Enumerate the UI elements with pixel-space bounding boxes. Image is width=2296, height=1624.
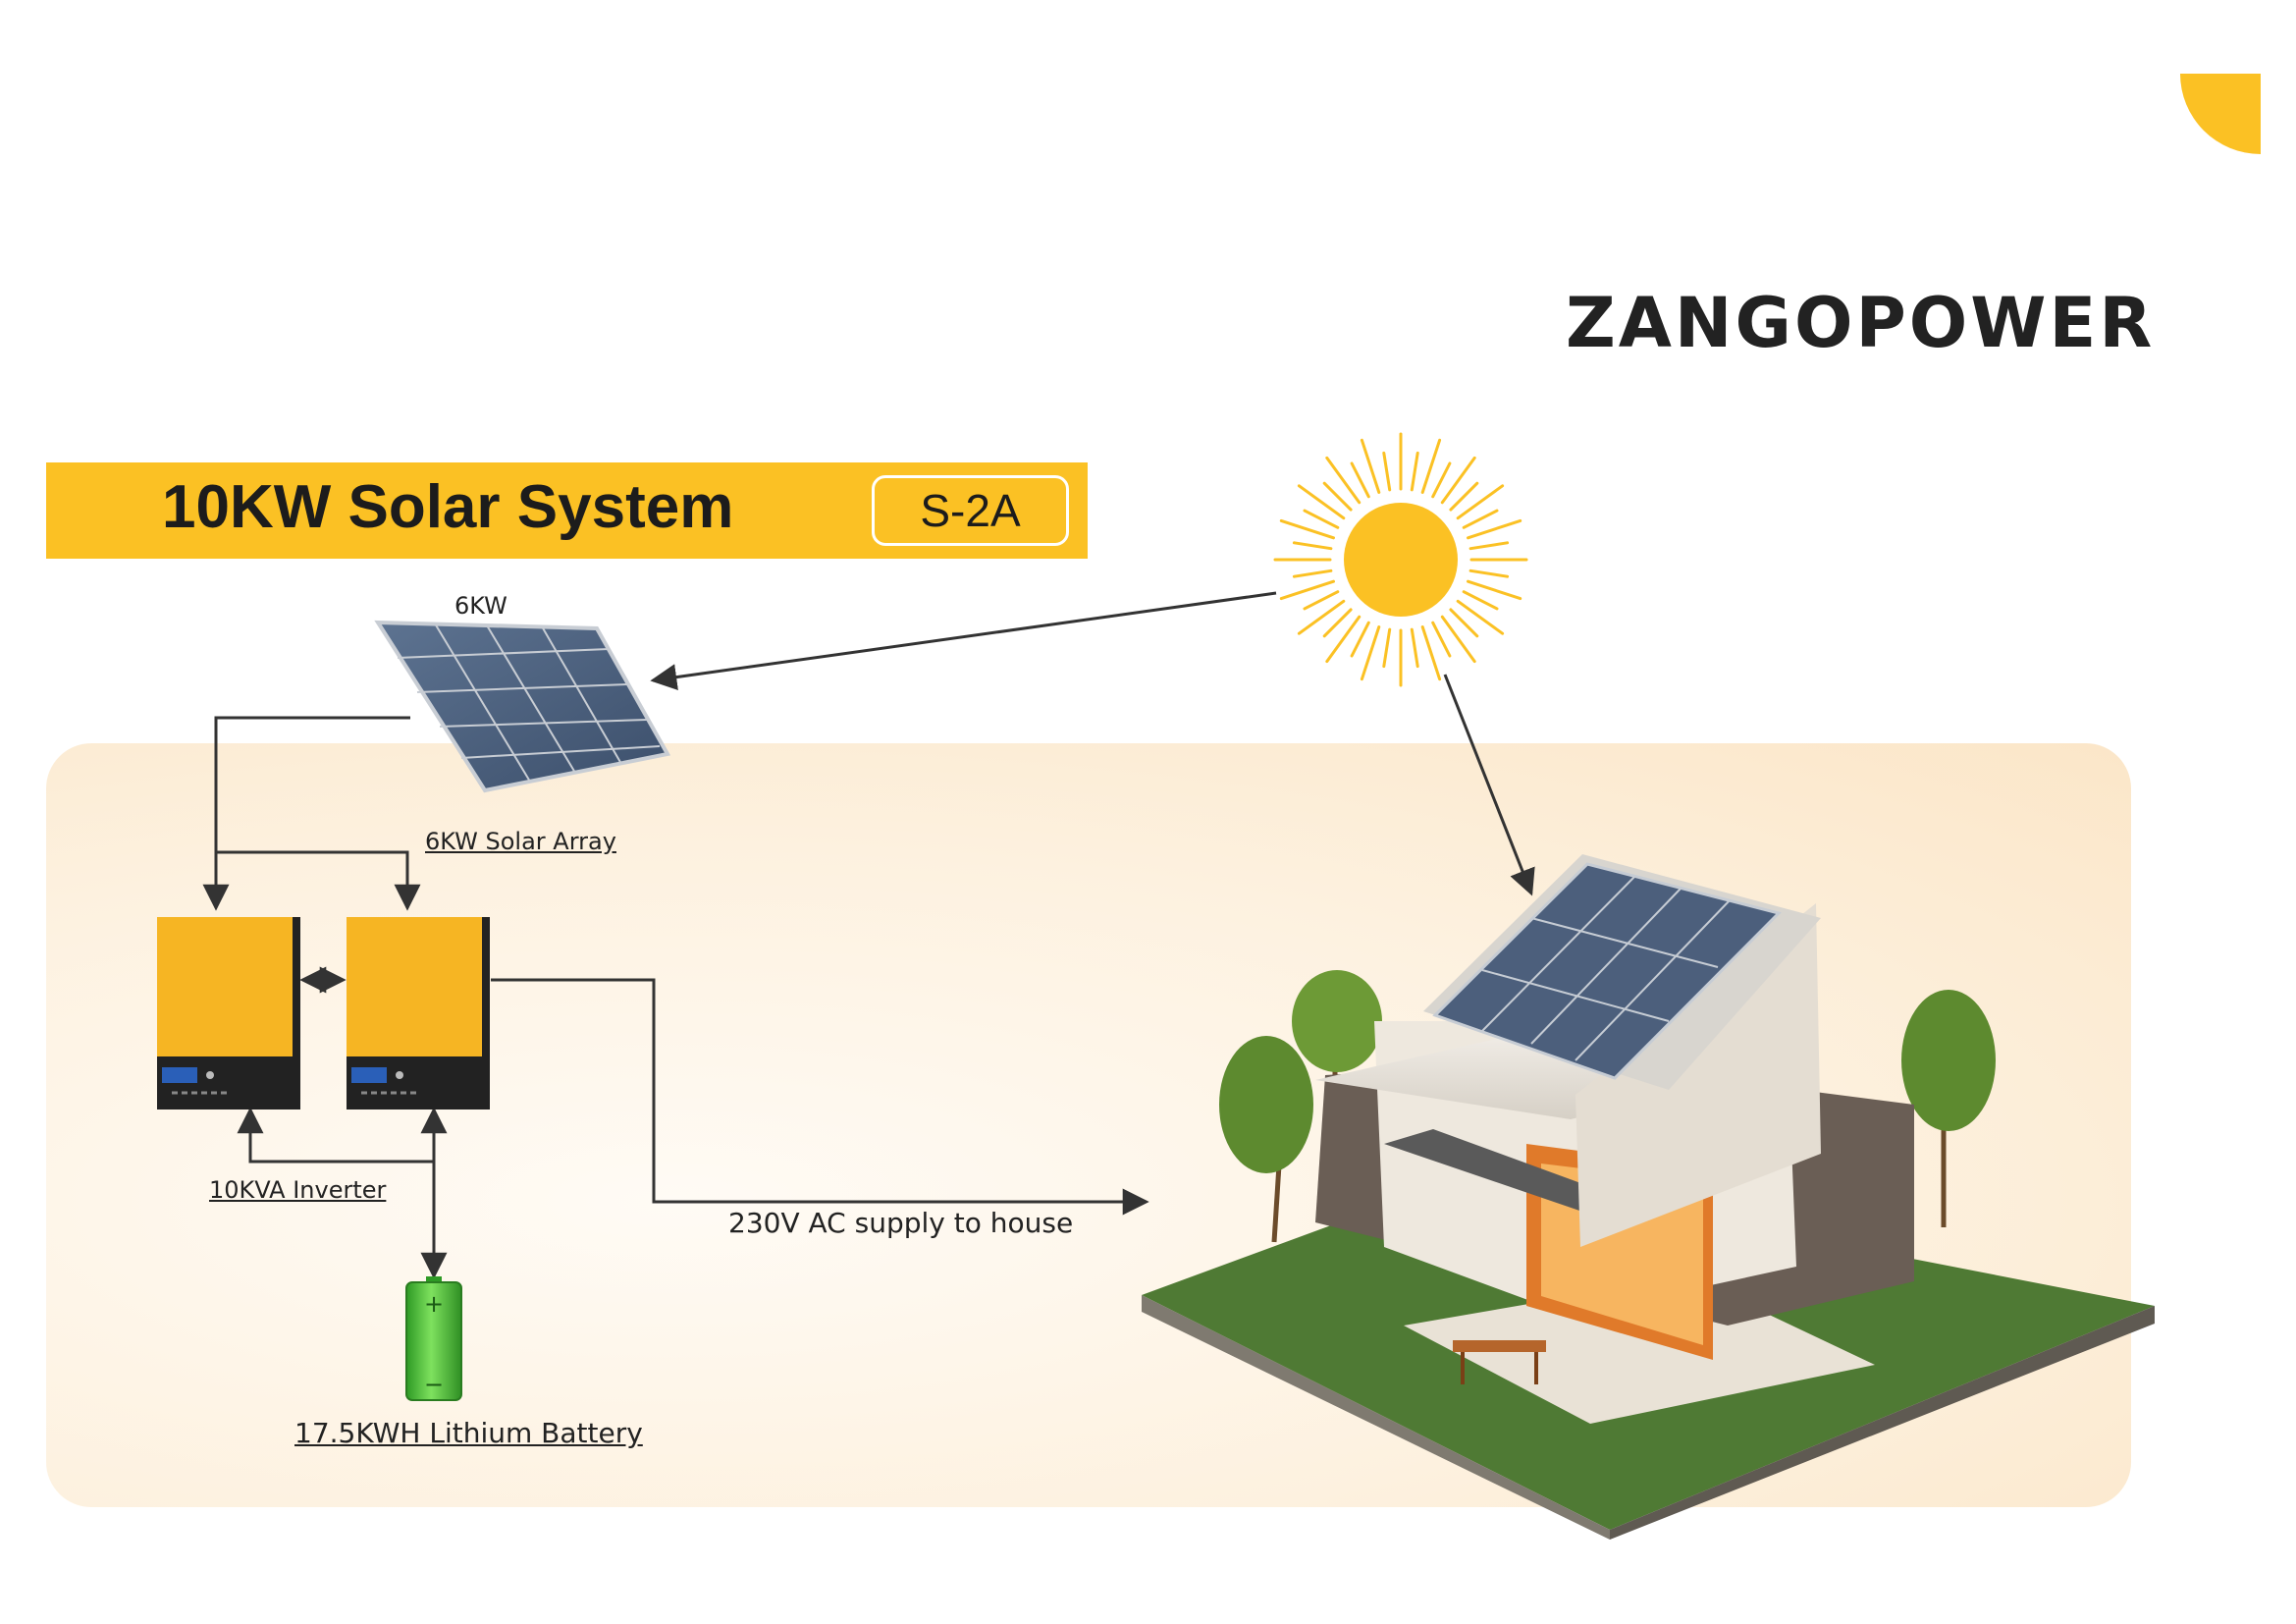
- solar-panel-icon: [374, 620, 671, 793]
- sun-ray: [1420, 625, 1442, 681]
- sun-to-house-arrow: [1443, 674, 1535, 896]
- sun-ray: [1350, 621, 1370, 658]
- sun-icon: [1273, 432, 1528, 687]
- battery-label: 17.5KWH Lithium Battery: [294, 1417, 643, 1449]
- sun-ray: [1410, 451, 1419, 492]
- sun-ray: [1449, 481, 1479, 512]
- sun-ray: [1303, 590, 1340, 611]
- sun-ray: [1468, 568, 1510, 578]
- sun-ray: [1297, 484, 1346, 520]
- inverter-2-icon: [347, 917, 490, 1110]
- sun-ray: [1325, 615, 1362, 664]
- sun-ray: [1431, 621, 1452, 658]
- sun-ray: [1322, 608, 1353, 638]
- sun-ray: [1431, 461, 1452, 499]
- sun-ray: [1279, 579, 1335, 601]
- battery-icon: + −: [405, 1276, 462, 1401]
- sun-ray: [1360, 625, 1381, 681]
- sun-to-panel-arrow: [650, 591, 1277, 690]
- svg-text:+: +: [424, 1290, 444, 1318]
- bench: [1453, 1340, 1546, 1384]
- battery-to-inverter1-arrow: [237, 1107, 434, 1164]
- sun-ray: [1382, 451, 1392, 492]
- panel-to-inverter1-arrow: [202, 716, 410, 911]
- sun-ray: [1456, 484, 1505, 520]
- sun-ray: [1467, 518, 1522, 540]
- sun-ray: [1462, 509, 1499, 529]
- inverter-1-icon: [157, 917, 300, 1110]
- sun-ray: [1322, 481, 1353, 512]
- sun-ray: [1440, 456, 1476, 505]
- ac-supply-label: 230V AC supply to house: [728, 1207, 1074, 1239]
- solar-array-label: 6KW Solar Array: [425, 828, 616, 855]
- ac-supply-arrow: [491, 978, 1149, 1216]
- page-title: 10KW Solar System: [162, 473, 734, 541]
- house-icon: [1142, 854, 2155, 1540]
- sun-ray: [1468, 541, 1510, 551]
- tree-right: [1901, 990, 1996, 1227]
- svg-text:−: −: [424, 1371, 444, 1398]
- title-banner: 10KW Solar System S-2A: [46, 462, 1088, 559]
- sun-ray: [1292, 541, 1333, 551]
- sun-ray: [1382, 627, 1392, 669]
- sun-ray: [1279, 518, 1335, 540]
- panel-power-label: 6KW: [454, 592, 507, 620]
- sun-ray: [1467, 579, 1522, 601]
- brand-logo: ZANGOPOWER: [1566, 283, 2156, 363]
- sun-ray: [1440, 615, 1476, 664]
- sun-ray: [1420, 438, 1442, 494]
- sun-ray: [1456, 599, 1505, 635]
- sun-ray: [1462, 590, 1499, 611]
- tree-left: [1219, 1036, 1313, 1243]
- system-code-badge: S-2A: [872, 475, 1069, 546]
- sun-ray: [1360, 438, 1381, 494]
- sun-ray: [1297, 599, 1346, 635]
- inverter-label: 10KVA Inverter: [209, 1176, 387, 1204]
- sun-ray: [1449, 608, 1479, 638]
- panel-to-inverter2-arrow: [216, 850, 421, 911]
- sun-ray: [1350, 461, 1370, 499]
- sun-ray: [1303, 509, 1340, 529]
- sun-ray: [1410, 627, 1419, 669]
- sun-ray: [1292, 568, 1333, 578]
- connection-lines: [202, 591, 1535, 1279]
- sun-ray: [1325, 456, 1362, 505]
- roof-solar-panels: [1432, 862, 1782, 1080]
